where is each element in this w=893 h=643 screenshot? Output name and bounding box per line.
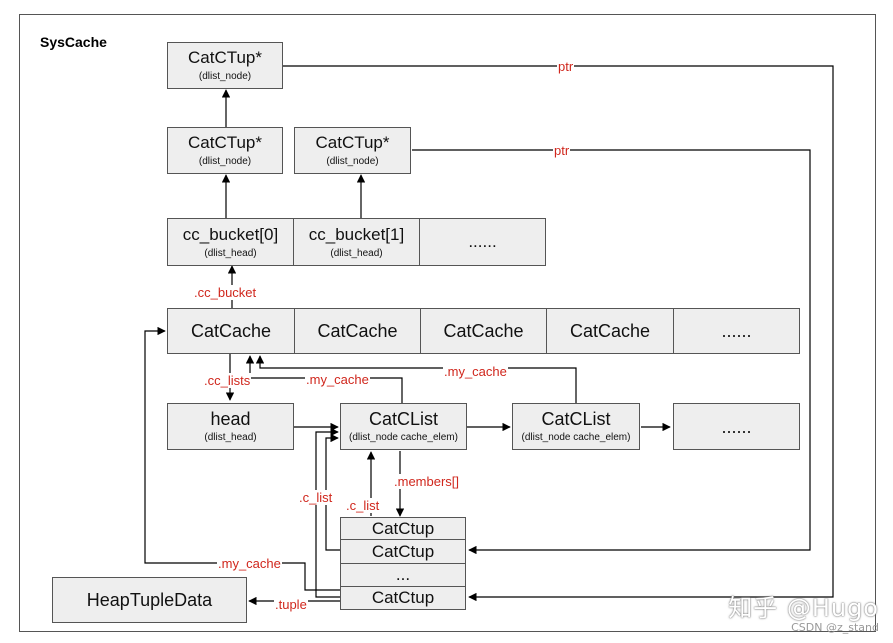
catctup-stack-2: ... bbox=[340, 563, 466, 587]
catctup-stack-0-label: CatCtup bbox=[371, 518, 435, 538]
catctup-top-label: CatCTup* bbox=[187, 48, 262, 67]
catctup-b0-label: CatCTup* bbox=[187, 133, 262, 152]
bucket-0-sub: (dlist_head) bbox=[204, 247, 257, 259]
label-cc-lists: .cc_lists bbox=[203, 373, 252, 388]
label-my-cache-1: .my_cache bbox=[305, 372, 370, 387]
label-members: .members[] bbox=[393, 474, 461, 489]
label-ptr-top: ptr bbox=[557, 59, 575, 74]
catcache-2-label: CatCache bbox=[443, 321, 524, 341]
label-cc-bucket: .cc_bucket bbox=[193, 285, 258, 300]
credit-text: CSDN @z_stand bbox=[791, 621, 879, 634]
catctup-b1-sub: (dlist_node) bbox=[326, 156, 379, 167]
catcache-0: CatCache bbox=[167, 308, 295, 354]
catctup-stack-2-label: ... bbox=[395, 565, 411, 584]
heaptuple-node: HeapTupleData bbox=[52, 577, 247, 623]
catclist-2-label: CatCList bbox=[541, 409, 611, 429]
label-c-list-2: .c_list bbox=[345, 498, 381, 513]
label-my-cache-3: .my_cache bbox=[217, 556, 282, 571]
my-cache-line-2 bbox=[255, 355, 577, 403]
catclist-2: CatCList (dlist_node cache_elem) bbox=[512, 403, 640, 450]
diagram-frame bbox=[19, 14, 876, 632]
bucket-0: cc_bucket[0] (dlist_head) bbox=[167, 218, 294, 266]
catclist-1-sub: (dlist_node cache_elem) bbox=[349, 432, 458, 443]
head-node: head (dlist_head) bbox=[167, 403, 294, 450]
catcache-0-label: CatCache bbox=[190, 321, 272, 341]
ptr-mid-line bbox=[412, 149, 811, 555]
catcache-more: ...... bbox=[673, 308, 800, 354]
head-label: head bbox=[210, 409, 251, 429]
catctup-stack-3-label: CatCtup bbox=[371, 588, 435, 607]
catclist-more: ...... bbox=[673, 403, 800, 450]
catclist-more-label: ...... bbox=[721, 416, 752, 437]
catcache-3-label: CatCache bbox=[569, 321, 651, 341]
head-sub: (dlist_head) bbox=[204, 432, 257, 443]
catctup-b1-node: CatCTup* (dlist_node) bbox=[294, 127, 411, 174]
label-c-list-1: .c_list bbox=[298, 490, 334, 505]
catcache-1: CatCache bbox=[294, 308, 421, 354]
label-tuple: .tuple bbox=[274, 597, 308, 612]
diagram-title: SysCache bbox=[40, 34, 107, 50]
watermark: 知乎 @Hugo bbox=[728, 594, 879, 622]
catclist-2-sub: (dlist_node cache_elem) bbox=[521, 432, 631, 443]
catctup-b0-sub: (dlist_node) bbox=[198, 156, 252, 167]
heaptuple-label: HeapTupleData bbox=[86, 590, 213, 610]
catctup-b1-label: CatCTup* bbox=[315, 133, 390, 152]
catctup-stack-1: CatCtup bbox=[340, 539, 466, 564]
catcache-1-label: CatCache bbox=[317, 321, 398, 341]
catctup-stack-0: CatCtup bbox=[340, 517, 466, 540]
catcache-2: CatCache bbox=[420, 308, 547, 354]
catctup-top-sub: (dlist_node) bbox=[198, 71, 252, 82]
catclist-1: CatCList (dlist_node cache_elem) bbox=[340, 403, 467, 450]
catctup-stack-1-label: CatCtup bbox=[371, 541, 435, 561]
label-ptr-mid: ptr bbox=[553, 143, 571, 158]
catcache-more-label: ...... bbox=[721, 321, 752, 341]
bucket-1: cc_bucket[1] (dlist_head) bbox=[293, 218, 420, 266]
bucket-0-label: cc_bucket[0] bbox=[182, 224, 279, 244]
bucket-1-sub: (dlist_head) bbox=[330, 247, 383, 259]
c-list-line-2 bbox=[315, 427, 340, 598]
catctup-top-node: CatCTup* (dlist_node) bbox=[167, 42, 283, 89]
bucket-more: ...... bbox=[419, 218, 546, 266]
bucket-1-label: cc_bucket[1] bbox=[308, 224, 405, 244]
catctup-b0-node: CatCTup* (dlist_node) bbox=[167, 127, 283, 174]
label-my-cache-2: .my_cache bbox=[443, 364, 508, 379]
catclist-1-label: CatCList bbox=[368, 409, 439, 429]
my-cache-line-3 bbox=[144, 326, 340, 591]
bucket-more-label: ...... bbox=[468, 232, 497, 251]
catcache-3: CatCache bbox=[546, 308, 674, 354]
catctup-stack-3: CatCtup bbox=[340, 586, 466, 610]
